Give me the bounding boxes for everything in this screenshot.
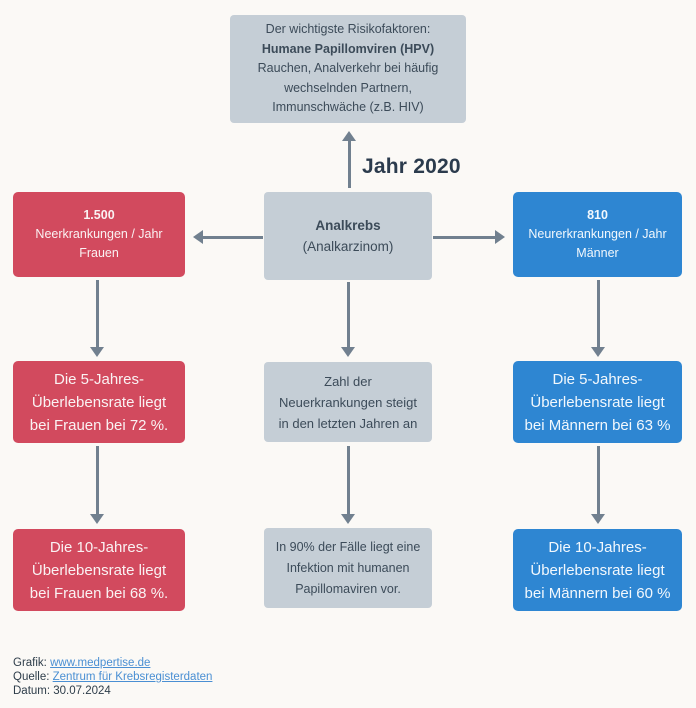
men-10y-line: Die 10-Jahres- [548, 538, 647, 556]
quelle-link[interactable]: Zentrum für Krebsregisterdaten [52, 670, 213, 683]
trend-box: Zahl der Neuerkrankungen steigt in den l… [264, 362, 432, 442]
risk-factors-box: Der wichtigste Risikofaktoren: Humane Pa… [230, 15, 466, 123]
arrow-down-icon [89, 280, 105, 357]
women-5y-line: Die 5-Jahres- [53, 370, 145, 388]
men-5y-line: bei Männern bei 63 % [524, 416, 671, 434]
women-5y-survival-box: Die 5-Jahres- Überlebensrate liegt bei F… [13, 361, 185, 443]
men-10y-line: Überlebensrate liegt [530, 561, 665, 579]
men-10y-line: bei Männern bei 60 % [524, 584, 671, 602]
hpv-line: Infektion mit humanen [286, 560, 410, 575]
arrow-down-icon [340, 282, 356, 357]
men-5y-line: Überlebensrate liegt [530, 393, 665, 411]
men-10y-survival-box: Die 10-Jahres- Überlebensrate liegt bei … [513, 529, 682, 611]
men-incidence-line: Neurerkrankungen / Jahr [528, 227, 667, 241]
arrow-left-icon [193, 229, 263, 245]
risk-line: Immunschwäche (z.B. HIV) [272, 100, 424, 115]
year-label: Jahr 2020 [362, 155, 461, 178]
footer-quelle-row: Quelle: Zentrum für Krebsregisterdaten [13, 671, 212, 685]
trend-line: Zahl der [324, 373, 372, 389]
center-topic-subtitle: (Analkarzinom) [302, 239, 394, 254]
women-incidence-line: Frauen [79, 246, 119, 260]
hpv-infection-box: In 90% der Fälle liegt eine Infektion mi… [264, 528, 432, 608]
risk-line: wechselnden Partnern, [284, 80, 412, 95]
arrow-down-icon [590, 446, 606, 524]
quelle-label: Quelle: [13, 670, 50, 683]
hpv-line: Papillomaviren vor. [295, 581, 401, 596]
women-10y-survival-box: Die 10-Jahres- Überlebensrate liegt bei … [13, 529, 185, 611]
arrow-up-icon [341, 131, 357, 188]
women-10y-line: bei Frauen bei 68 %. [29, 584, 169, 602]
men-incidence-value: 810 [587, 208, 608, 222]
arrow-right-icon [433, 229, 505, 245]
women-5y-line: bei Frauen bei 72 %. [29, 416, 169, 434]
women-10y-line: Überlebensrate liegt [31, 561, 167, 579]
women-incidence-box: 1.500 Neerkrankungen / Jahr Frauen [13, 192, 185, 277]
center-topic-box: Analkrebs (Analkarzinom) [264, 192, 432, 280]
risk-line: Der wichtigste Risikofaktoren: [265, 22, 431, 37]
footer-datum-row: Datum: 30.07.2024 [13, 684, 111, 697]
trend-line: in den letzten Jahren an [278, 415, 418, 431]
center-topic-title: Analkrebs [315, 218, 381, 233]
men-5y-survival-box: Die 5-Jahres- Überlebensrate liegt bei M… [513, 361, 682, 443]
trend-line: Neuerkrankungen steigt [278, 394, 418, 410]
risk-line-hpv: Humane Papillomviren (HPV) [261, 41, 435, 56]
risk-line: Rauchen, Analverkehr bei häufig [257, 61, 439, 76]
arrow-down-icon [590, 280, 606, 357]
grafik-link[interactable]: www.medpertise.de [50, 657, 151, 669]
women-incidence-value: 1.500 [83, 208, 115, 222]
arrow-down-icon [89, 446, 105, 524]
women-10y-line: Die 10-Jahres- [49, 538, 149, 556]
arrow-down-icon [340, 446, 356, 524]
footer-grafik-row: Grafik: www.medpertise.de [13, 657, 212, 671]
women-5y-line: Überlebensrate liegt [31, 393, 167, 411]
grafik-label: Grafik: [13, 657, 47, 669]
men-incidence-line: Männer [576, 246, 619, 260]
hpv-line: In 90% der Fälle liegt eine [275, 539, 421, 554]
footer: Grafik: www.medpertise.de Quelle: Zentru… [13, 657, 212, 698]
women-incidence-line: Neerkrankungen / Jahr [35, 227, 163, 241]
men-5y-line: Die 5-Jahres- [552, 370, 643, 388]
men-incidence-box: 810 Neurerkrankungen / Jahr Männer [513, 192, 682, 277]
